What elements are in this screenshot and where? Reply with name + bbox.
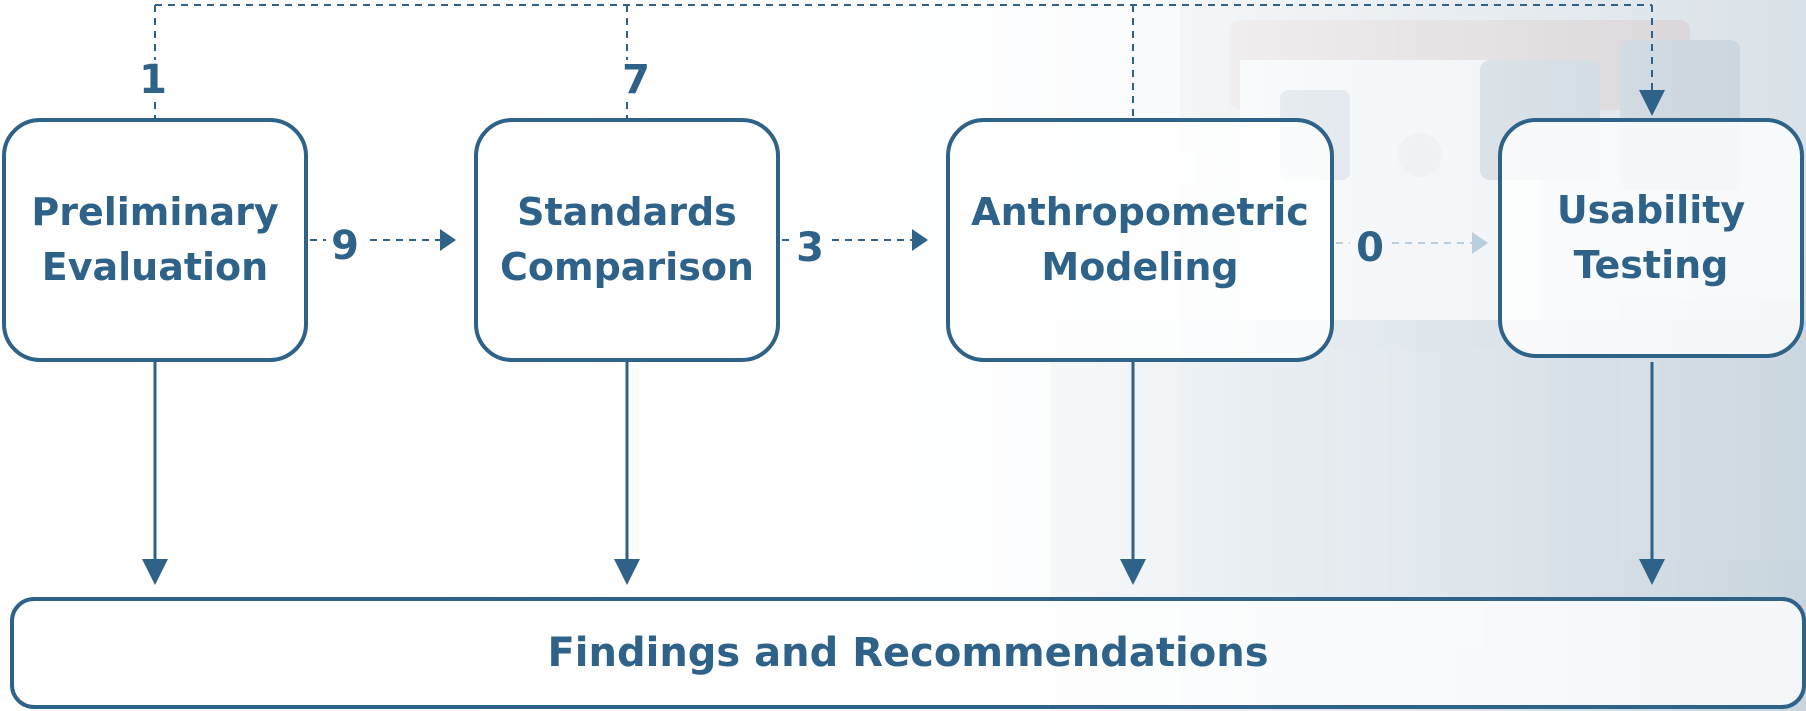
arrow-1-head: [440, 229, 456, 251]
top-count-preliminary: 1: [139, 57, 167, 103]
stage-usability-testing: Usability Testing: [1498, 118, 1804, 358]
arrow-down-anthropometric-head: [1120, 559, 1146, 585]
stage-preliminary-evaluation: Preliminary Evaluation: [2, 118, 308, 362]
top-count-standards: 7: [622, 57, 650, 103]
count-standards-to-anthropometric: 3: [796, 225, 824, 271]
stage-standards-comparison: Standards Comparison: [474, 118, 780, 362]
arrow-down-preliminary-head: [142, 559, 168, 585]
findings-and-recommendations: Findings and Recommendations: [10, 597, 1806, 709]
stage-anthropometric-modeling: Anthropometric Modeling: [946, 118, 1334, 362]
arrow-down-standards-head: [614, 559, 640, 585]
arrow-2-head: [912, 229, 928, 251]
arrow-3-head: [1472, 232, 1488, 254]
arrow-down-usability-head: [1639, 559, 1665, 585]
count-anthropometric-to-usability: 0: [1356, 225, 1384, 271]
count-preliminary-to-standards: 9: [331, 223, 359, 269]
top-arrow-usability-head: [1639, 90, 1665, 116]
